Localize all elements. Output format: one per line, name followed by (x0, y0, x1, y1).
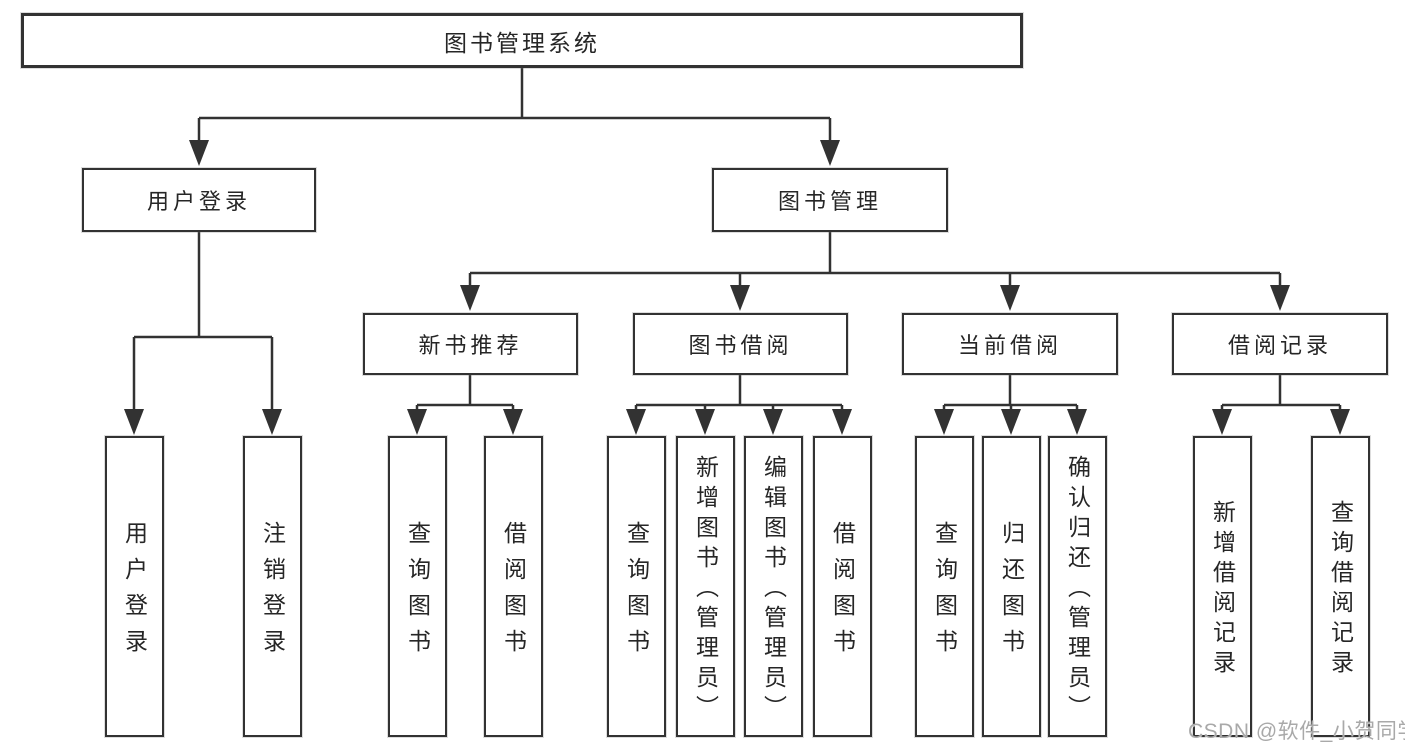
leaf-recommend-borrow-books-label: 借阅图书 (500, 520, 527, 665)
leaf-current-query-books: 查询图书 (915, 436, 974, 737)
connector-root (197, 66, 832, 142)
node-borrow-records: 借阅记录 (1172, 313, 1388, 375)
leaf-borrow-books-label: 借阅图书 (829, 520, 856, 665)
leaf-borrow-query-books-label: 查询图书 (623, 520, 650, 665)
leaf-recommend-query-books-label: 查询图书 (404, 520, 431, 665)
leaf-return-books: 归还图书 (982, 436, 1041, 737)
leaf-edit-books-admin-label: 编辑图书（管理员） (760, 454, 787, 725)
node-current-borrow-label: 当前借阅 (957, 333, 1062, 358)
node-borrow-records-label: 借阅记录 (1227, 333, 1332, 358)
leaf-borrow-books: 借阅图书 (813, 436, 872, 737)
leaf-add-books-admin-label: 新增图书（管理员） (692, 454, 719, 725)
leaf-current-query-books-label: 查询图书 (931, 520, 958, 665)
leaf-query-borrow-record-label: 查询借阅记录 (1327, 499, 1354, 680)
node-book-management: 图书管理 (712, 168, 948, 232)
leaf-confirm-return-admin: 确认归还（管理员） (1048, 436, 1107, 737)
leaf-confirm-return-admin-label: 确认归还（管理员） (1064, 454, 1091, 725)
node-new-book-recommend-label: 新书推荐 (418, 333, 523, 358)
leaf-logout: 注销登录 (243, 436, 302, 737)
connector-book-borrow (634, 374, 844, 414)
node-book-borrow: 图书借阅 (633, 313, 848, 375)
leaf-query-borrow-record: 查询借阅记录 (1311, 436, 1370, 737)
leaf-user-login-label: 用户登录 (121, 520, 148, 665)
connector-book-management (468, 231, 1282, 287)
csdn-watermark: CSDN @软件_小贺同学 (1188, 720, 1405, 743)
connector-current-borrow (942, 374, 1079, 414)
node-new-book-recommend: 新书推荐 (363, 313, 578, 375)
leaf-recommend-borrow-books: 借阅图书 (484, 436, 543, 737)
leaf-add-books-admin: 新增图书（管理员） (676, 436, 735, 737)
node-user-login-label: 用户登录 (146, 189, 251, 214)
connector-new-book-recommend (415, 374, 515, 414)
node-root: 图书管理系统 (21, 13, 1023, 68)
connector-borrow-records (1220, 374, 1342, 414)
leaf-add-borrow-record: 新增借阅记录 (1193, 436, 1252, 737)
connector-user-login (132, 231, 274, 411)
leaf-add-borrow-record-label: 新增借阅记录 (1209, 499, 1236, 680)
leaf-logout-label: 注销登录 (259, 520, 286, 665)
node-book-borrow-label: 图书借阅 (688, 333, 793, 358)
node-current-borrow: 当前借阅 (902, 313, 1118, 375)
leaf-edit-books-admin: 编辑图书（管理员） (744, 436, 803, 737)
leaf-recommend-query-books: 查询图书 (388, 436, 447, 737)
node-root-label: 图书管理系统 (444, 29, 600, 56)
leaf-return-books-label: 归还图书 (998, 520, 1025, 665)
node-book-management-label: 图书管理 (777, 189, 882, 214)
leaf-borrow-query-books: 查询图书 (607, 436, 666, 737)
node-user-login: 用户登录 (82, 168, 316, 232)
leaf-user-login: 用户登录 (105, 436, 164, 737)
